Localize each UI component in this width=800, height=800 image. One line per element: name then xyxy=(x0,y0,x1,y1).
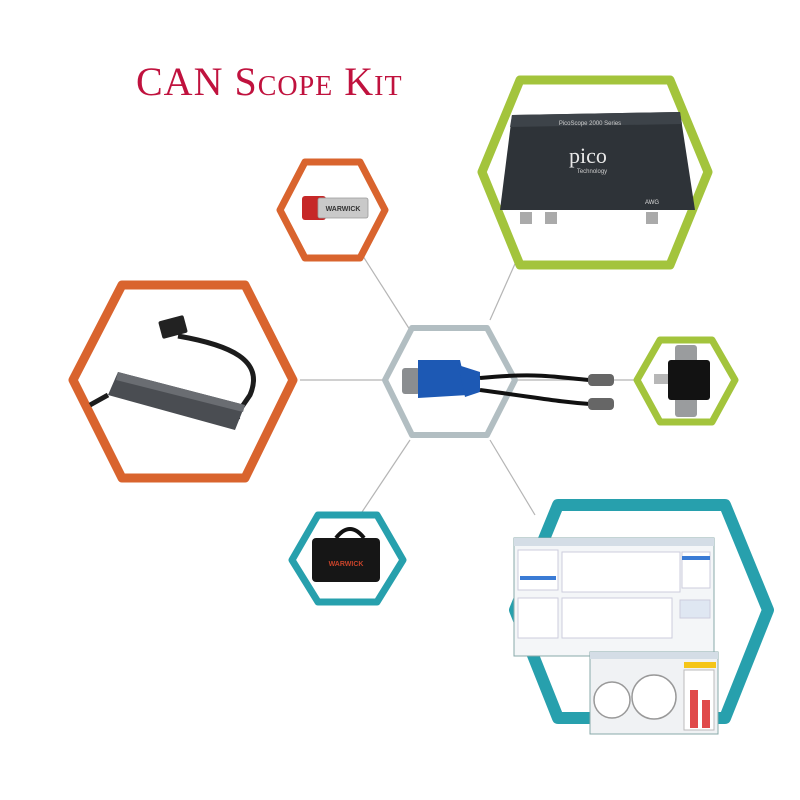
carry-bag-icon: WARWICK xyxy=(312,527,380,582)
probe-clip-icon xyxy=(654,345,710,417)
probe-clip-hex xyxy=(633,336,739,426)
usb-stick-hex: WARWICK xyxy=(276,158,389,262)
software-hex xyxy=(509,499,774,735)
oscilloscope-icon: PicoScope 2000 Series pico Technology AW… xyxy=(500,112,695,224)
scope-sub-label: Technology xyxy=(577,169,607,175)
db9-adapter-hex xyxy=(382,325,614,438)
usb-stick-icon: WARWICK xyxy=(302,196,369,220)
db9-y-cable-icon xyxy=(402,360,614,410)
scope-brand-label: pico xyxy=(569,143,607,168)
can-interface-cable-icon xyxy=(88,315,256,430)
usb-brand-label: WARWICK xyxy=(326,206,361,213)
can-cable-hex xyxy=(68,280,298,483)
scope-port-label: AWG xyxy=(645,200,659,206)
page-title: CAN Scope Kit xyxy=(136,59,403,104)
bag-brand-label: WARWICK xyxy=(329,561,364,568)
software-screenshots-icon xyxy=(513,537,719,735)
scope-model-label: PicoScope 2000 Series xyxy=(559,121,621,127)
scope-hex: PicoScope 2000 Series pico Technology AW… xyxy=(477,75,713,270)
bag-hex: WARWICK xyxy=(288,511,407,606)
